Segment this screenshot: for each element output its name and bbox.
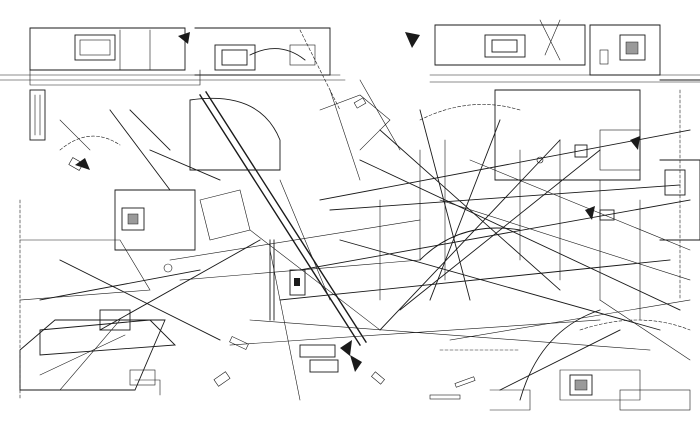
dashed-guides xyxy=(19,29,691,401)
diagonal-beams xyxy=(39,79,691,401)
top-right-structure xyxy=(405,19,700,83)
left-cluster xyxy=(19,189,251,386)
top-left-structure xyxy=(0,27,346,86)
vertical-posts xyxy=(269,139,641,321)
scattered-fragments xyxy=(68,49,640,400)
right-edge-structure xyxy=(489,79,700,411)
bottom-left-structure xyxy=(19,319,339,396)
central-frames xyxy=(29,89,641,181)
